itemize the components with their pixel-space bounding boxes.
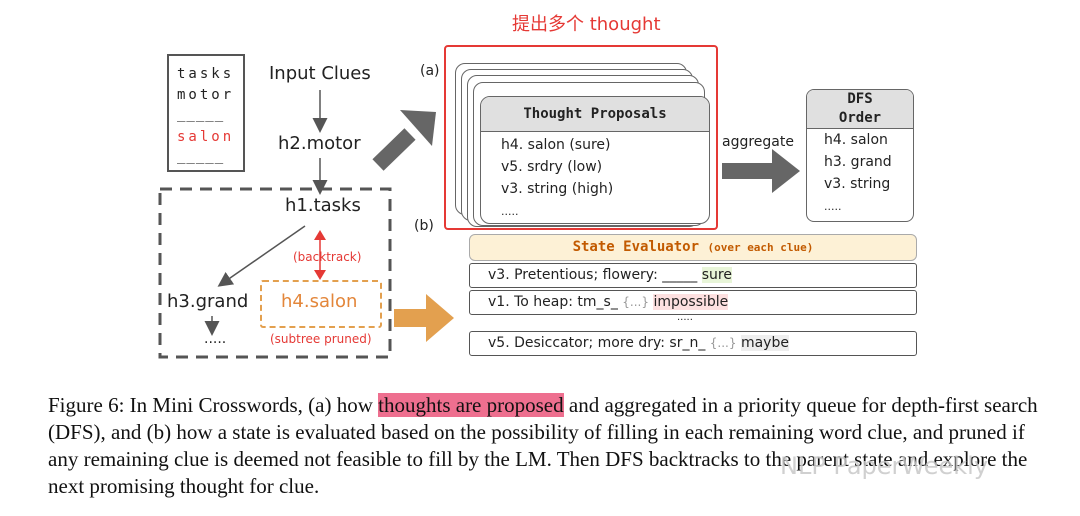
dfs-item: h3. grand <box>824 154 892 170</box>
arrow-h1-to-h3 <box>217 225 306 287</box>
evaluator-dots: ..... <box>677 312 693 323</box>
caption-highlight: thoughts are proposed <box>378 393 564 417</box>
evaluator-row: v5. Desiccator; more dry: sr_n_ {...} ma… <box>469 331 917 356</box>
h3-grand-node: h3.grand <box>167 291 249 312</box>
eval-result-impossible: impossible <box>653 294 729 310</box>
aggregate-label: aggregate <box>722 134 794 150</box>
clue-text: v5. Desiccator; more dry: sr_n_ <box>488 335 710 351</box>
clue-ellipsis: {...} <box>709 336 737 350</box>
dfs-header-line2: Order <box>838 110 882 126</box>
state-evaluator-subtitle: (over each clue) <box>707 241 814 254</box>
clue-text: v3. Pretentious; flowery: _____ <box>488 267 702 283</box>
h1-tasks-node: h1.tasks <box>285 195 361 216</box>
proposal-card-front: Thought Proposals h4. salon (sure) v5. s… <box>480 96 710 224</box>
h2-motor-node: h2.motor <box>278 133 361 154</box>
part-a-label: (a) <box>420 63 440 79</box>
proposal-item: h4. salon (sure) <box>501 137 611 153</box>
proposal-item: v5. srdry (low) <box>501 159 603 175</box>
arrow-to-evaluator <box>394 309 428 327</box>
diagram-connectors <box>158 90 800 359</box>
state-evaluator-header: State Evaluator (over each clue) <box>469 234 917 261</box>
word-tasks: tasks <box>177 66 235 82</box>
word-salon: salon <box>177 129 235 145</box>
dfs-header-line1: DFS <box>847 91 873 107</box>
eval-result-sure: sure <box>701 267 732 283</box>
dfs-order-header: DFS Order <box>807 90 913 129</box>
dfs-item: h4. salon <box>824 132 888 148</box>
proposal-item: v3. string (high) <box>501 181 614 197</box>
h4-salon-node: h4.salon <box>281 291 358 312</box>
clue-ellipsis: {...} <box>622 295 649 309</box>
dfs-order-box: DFS Order h4. salon h3. grand v3. string… <box>806 89 914 222</box>
dfs-tree-frame <box>158 187 392 359</box>
caption-prefix: Figure 6: In Mini Crosswords, (a) how <box>48 393 379 417</box>
word-motor: motor <box>177 87 235 103</box>
backtrack-label: (backtrack) <box>293 250 362 264</box>
word-blank-1: _____ <box>177 106 225 122</box>
thought-proposals-frame <box>444 45 718 230</box>
clue-text: v1. To heap: tm_s_ <box>488 294 623 310</box>
word-blank-2: _____ <box>177 148 225 164</box>
eval-result-maybe: maybe <box>740 335 789 351</box>
input-clues-label: Input Clues <box>269 63 371 84</box>
proposal-item: ..... <box>501 205 519 218</box>
arrow-to-proposals <box>372 128 416 171</box>
part-b-label: (b) <box>414 218 434 234</box>
diagram-title: 提出多个 thought <box>512 14 661 35</box>
state-evaluator-title: State Evaluator <box>572 239 700 255</box>
evaluator-row: v1. To heap: tm_s_ {...} impossible <box>469 290 917 315</box>
figure-caption: Figure 6: In Mini Crosswords, (a) how th… <box>48 392 1058 500</box>
crossword-word-box: tasks motor _____ salon _____ <box>167 54 245 172</box>
evaluator-row: v3. Pretentious; flowery: _____ sure <box>469 263 917 288</box>
subtree-pruned-label: (subtree pruned) <box>270 332 372 346</box>
h4-pruned-box <box>260 280 382 328</box>
caption-rest: and aggregated in a priority queue for d… <box>48 393 1038 498</box>
dfs-item: v3. string <box>824 176 891 192</box>
proposal-card-header: Thought Proposals <box>481 97 709 132</box>
watermark: NLP PaperWeekly <box>780 452 989 480</box>
dfs-item: ..... <box>824 200 842 213</box>
